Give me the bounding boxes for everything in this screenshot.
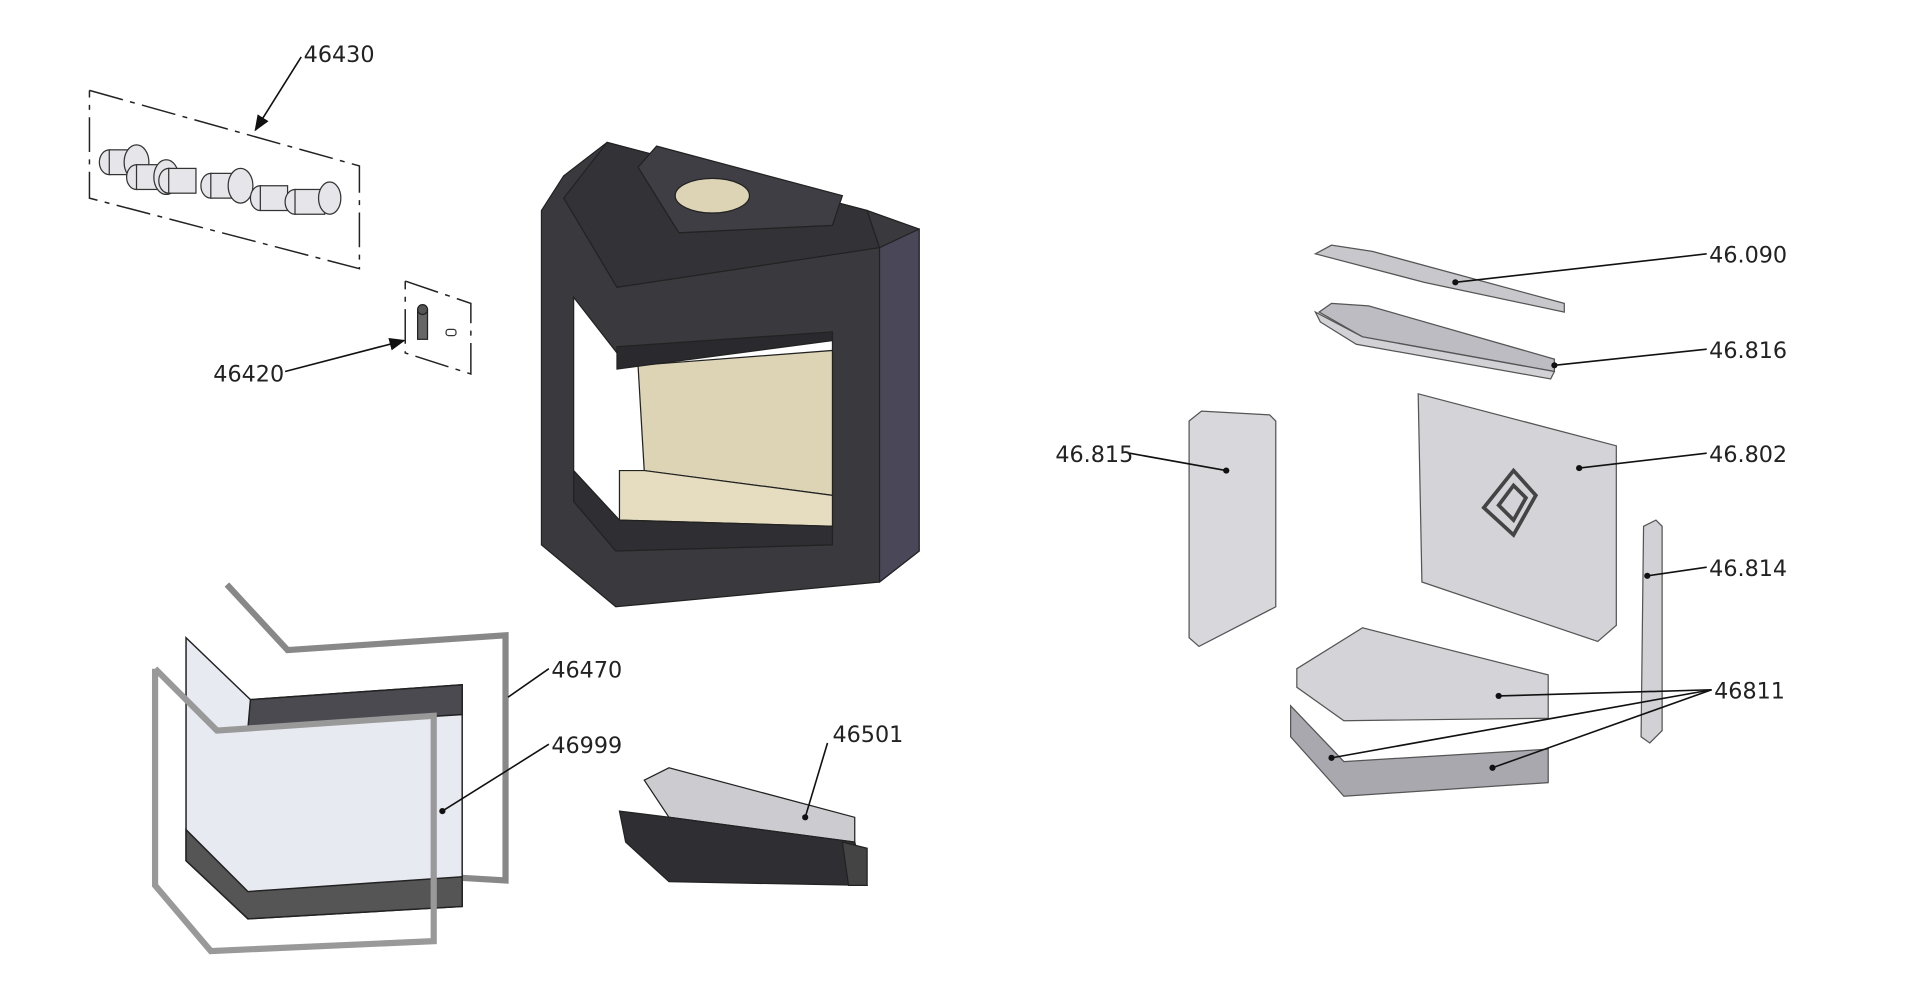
label-46816: 46.816 (1709, 338, 1787, 364)
air-plate-part (618, 767, 868, 887)
label-46814: 46.814 (1709, 556, 1787, 582)
latch-part (404, 280, 472, 375)
label-46802: 46.802 (1709, 442, 1787, 468)
panel-46090 (1313, 244, 1565, 313)
fireplace-body (540, 141, 920, 608)
label-46430: 46430 (304, 42, 375, 68)
logo-emblem (1481, 467, 1539, 538)
leader-46430 (254, 56, 302, 132)
label-46420: 46420 (213, 361, 284, 387)
leader-46999 (441, 743, 550, 812)
vermiculite-panels (1188, 244, 1663, 797)
screw-set-part (88, 89, 361, 270)
label-46815: 46.815 (1055, 442, 1133, 468)
panel-46811-base (1296, 627, 1549, 722)
panel-46815 (1188, 410, 1277, 648)
label-46811: 46811 (1714, 678, 1785, 704)
panel-46814 (1640, 519, 1663, 744)
panel-46811-front (1290, 704, 1549, 797)
leader-46501 (804, 742, 829, 818)
panel-46802 (1417, 392, 1617, 643)
label-46090: 46.090 (1709, 243, 1787, 269)
door-glass-assembly (151, 582, 509, 955)
leader-46420 (284, 337, 406, 373)
label-46999: 46999 (551, 733, 622, 759)
leader-46470 (507, 668, 550, 698)
label-46501: 46501 (832, 722, 903, 748)
label-46470: 46470 (551, 657, 622, 683)
right-leaders (1129, 253, 1712, 771)
